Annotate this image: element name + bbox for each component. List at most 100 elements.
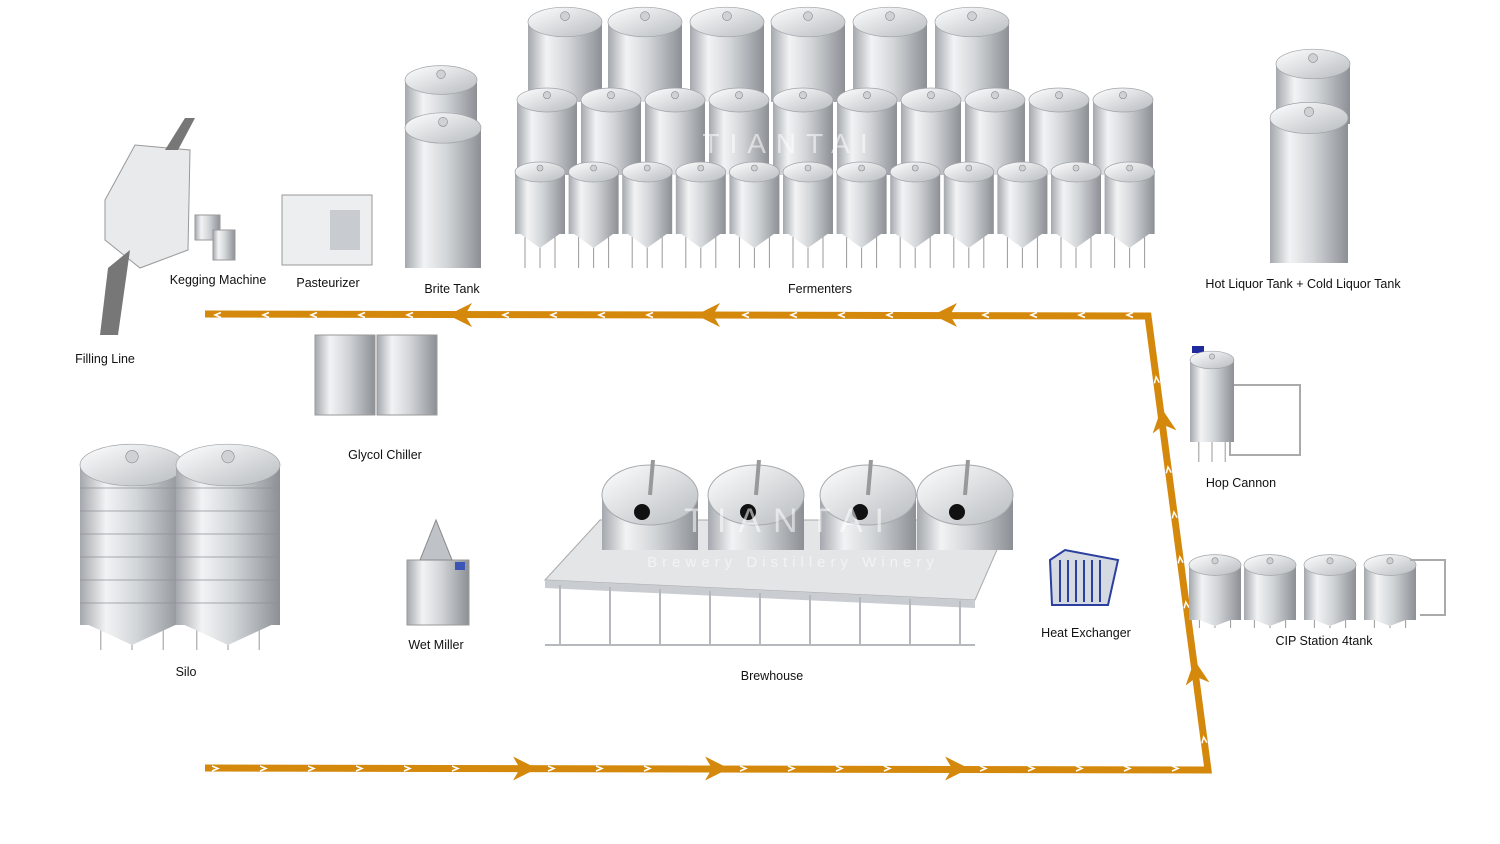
tank-cone xyxy=(783,230,833,248)
flow-arrow-small xyxy=(787,765,796,772)
fermenter-tank xyxy=(943,161,995,268)
label-glycol-chiller: Glycol Chiller xyxy=(348,448,422,462)
flow-arrow-small xyxy=(355,765,364,772)
label-pasteurizer: Pasteurizer xyxy=(296,276,360,290)
tank-manway xyxy=(1019,164,1026,172)
tank-manway xyxy=(722,11,732,21)
label-brewhouse: Brewhouse xyxy=(740,669,804,683)
tank-body xyxy=(1270,118,1348,263)
heat-exchanger xyxy=(1048,548,1120,606)
tank-manway xyxy=(751,164,758,172)
fermenter-tank xyxy=(568,161,619,268)
tank-manway xyxy=(927,91,935,100)
tank-cone xyxy=(568,230,619,248)
tank-manway xyxy=(858,164,865,172)
label-heat-exchanger: Heat Exchanger xyxy=(1041,626,1131,640)
fermenter-tank xyxy=(836,161,887,268)
fermenter-tank xyxy=(729,161,780,268)
tank-dome xyxy=(1050,161,1102,183)
tank-manway xyxy=(643,164,651,172)
tank-manway xyxy=(885,11,895,21)
tank-dome xyxy=(964,87,1026,113)
tank-manway xyxy=(1119,91,1127,100)
pasteurizer-plates xyxy=(330,210,360,250)
watermark-tagline: Brewery Distillery Winery xyxy=(647,554,939,571)
tank-cone xyxy=(675,230,726,248)
filling-conveyor xyxy=(100,250,130,335)
tank-dome xyxy=(516,87,578,113)
fermenter-tank xyxy=(782,161,834,268)
tank-manway xyxy=(1126,164,1133,172)
tank-dome xyxy=(708,87,770,113)
flow-arrow-large xyxy=(933,303,957,327)
tank-dome xyxy=(404,65,478,95)
equipment-layer xyxy=(79,6,1446,650)
tank-cone xyxy=(836,230,887,248)
tank-dome xyxy=(889,161,941,183)
flow-arrow-small xyxy=(259,765,268,772)
flow-arrow-small xyxy=(1125,311,1134,319)
label-liquor-tanks: Hot Liquor Tank + Cold Liquor Tank xyxy=(1205,277,1401,291)
fermenter-tank xyxy=(997,161,1048,268)
fermenter-tank xyxy=(1104,161,1155,268)
tank-manway xyxy=(735,91,743,100)
tank-dome xyxy=(514,161,566,183)
vessel-vent xyxy=(754,459,761,496)
tank-manway xyxy=(1308,53,1318,63)
tank-manway xyxy=(125,450,139,464)
fermenter-tank xyxy=(770,6,846,102)
flow-arrow-small xyxy=(789,311,798,319)
fermenter-tank xyxy=(516,87,578,175)
cold-liquor-tank xyxy=(1269,102,1349,263)
flow-arrow-small xyxy=(1171,765,1180,772)
flow-arrow-small xyxy=(405,311,414,319)
flow-arrow-small xyxy=(597,311,606,319)
tank-cone xyxy=(80,621,184,645)
flow-arrow-small xyxy=(1077,311,1086,319)
tank-manway xyxy=(1211,557,1219,565)
flow-arrow-large xyxy=(696,303,720,327)
filling-conveyor xyxy=(165,118,195,150)
flow-arrow-small xyxy=(1165,465,1172,474)
label-silo: Silo xyxy=(175,665,197,679)
flow-arrow-small xyxy=(451,765,460,772)
flow-arrow-large xyxy=(448,303,472,327)
tank-dome xyxy=(621,161,673,183)
flow-arrow-small xyxy=(307,765,316,772)
tank-manway xyxy=(1072,164,1080,172)
tank-manway xyxy=(1304,106,1314,117)
filling-line xyxy=(100,118,195,335)
label-fermenters: Fermenters xyxy=(788,282,852,296)
fermenter-tank xyxy=(527,6,603,102)
tank-manway xyxy=(804,164,812,172)
brewhouse xyxy=(543,459,1014,646)
flow-arrow-small xyxy=(1177,555,1184,564)
flow-arrow-small xyxy=(645,311,654,319)
flow-arrow-small xyxy=(1123,765,1132,772)
watermark-brand-fermenters: TIANTAI xyxy=(702,128,878,159)
tank-dome xyxy=(689,6,765,38)
tank-dome xyxy=(580,87,642,113)
fermenter-tank xyxy=(889,161,941,268)
tank-cone xyxy=(729,230,780,248)
flow-arrow-small xyxy=(883,765,892,772)
flow-arrow-small xyxy=(309,311,318,319)
fermenter-tank xyxy=(675,161,727,268)
brew-vessel xyxy=(601,459,699,550)
watermark-brand: TIANTAI xyxy=(684,502,896,540)
flow-arrow-small xyxy=(643,765,652,772)
tank-dome xyxy=(836,161,887,183)
tank-manway xyxy=(438,117,448,127)
tank-manway xyxy=(1386,557,1394,565)
flow-arrow-small xyxy=(1075,765,1084,772)
flow-arrow-small xyxy=(741,311,750,319)
tank-manway xyxy=(1326,557,1334,565)
kegging-unit xyxy=(212,229,236,261)
flow-arrow-small xyxy=(549,311,558,319)
flow-arrow-small xyxy=(837,311,846,319)
tank-dome xyxy=(729,161,780,183)
tank-dome xyxy=(943,161,995,183)
tank-manway xyxy=(991,91,999,100)
tank-manway xyxy=(560,11,570,21)
vessel-vent xyxy=(648,459,655,496)
